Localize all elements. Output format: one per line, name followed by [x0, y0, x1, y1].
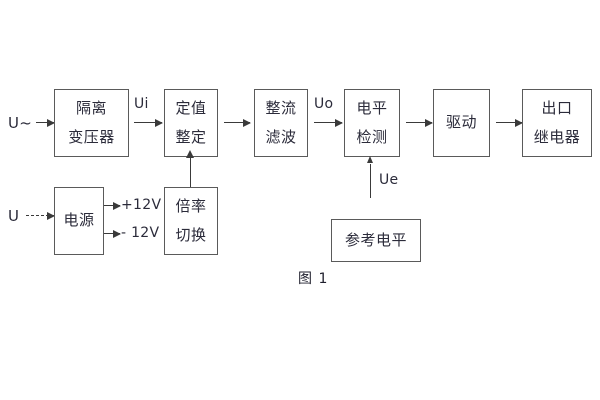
ac-input-arrow — [36, 118, 55, 127]
block-drive[interactable]: 驱动 — [433, 89, 490, 157]
rail-positive-label: +12V — [121, 197, 162, 213]
block-level-detection-line1: 电平 — [356, 98, 388, 117]
block-output-relay[interactable]: 出口 继电器 — [522, 89, 592, 157]
block-setting-value-line2: 整定 — [175, 128, 207, 146]
figure-caption: 图 1 — [298, 271, 329, 287]
block-multiplier-switch[interactable]: 倍率 切换 — [164, 187, 218, 255]
uo-label: Uo — [314, 96, 334, 112]
level-to-drive-arrow — [406, 118, 433, 127]
rail-positive-arrow — [104, 201, 121, 210]
block-power-supply[interactable]: 电源 — [54, 187, 104, 255]
block-rectify-filter[interactable]: 整流 滤波 — [254, 89, 308, 157]
block-output-relay-line1: 出口 — [541, 98, 573, 117]
ue-label: Ue — [379, 172, 399, 188]
block-isolation-transformer-line2: 变压器 — [68, 128, 115, 146]
rail-negative-arrow — [104, 229, 121, 238]
block-reference-level[interactable]: 参考电平 — [331, 219, 421, 262]
ui-label: Ui — [134, 96, 149, 112]
block-isolation-transformer-line1: 隔离 — [75, 98, 107, 117]
block-level-detection-line2: 检测 — [356, 128, 388, 146]
block-rectify-filter-line1: 整流 — [265, 98, 297, 117]
block-multiplier-switch-line1: 倍率 — [175, 196, 207, 215]
block-rectify-filter-line2: 滤波 — [265, 128, 297, 146]
block-power-supply-line1: 电源 — [63, 211, 95, 230]
multiplier-to-setting-arrow — [186, 150, 195, 187]
block-isolation-transformer[interactable]: 隔离 变压器 — [54, 89, 129, 157]
rail-negative-label: - 12V — [121, 225, 160, 241]
block-setting-value[interactable]: 定值 整定 — [164, 89, 218, 157]
block-reference-level-line1: 参考电平 — [344, 230, 407, 249]
ui-arrow — [134, 118, 163, 127]
uo-arrow — [314, 118, 343, 127]
drive-to-relay-arrow — [496, 118, 523, 127]
setting-to-rectify-arrow — [224, 118, 251, 127]
dc-input-label: U — [8, 207, 20, 225]
block-output-relay-line2: 继电器 — [533, 128, 581, 146]
ac-input-label: U~ — [8, 114, 33, 132]
block-multiplier-switch-line2: 切换 — [175, 226, 207, 244]
block-level-detection[interactable]: 电平 检测 — [344, 89, 400, 157]
ue-arrow — [367, 156, 374, 198]
block-drive-line1: 驱动 — [445, 113, 477, 132]
dc-input-arrow — [26, 211, 55, 220]
block-setting-value-line1: 定值 — [175, 98, 207, 117]
